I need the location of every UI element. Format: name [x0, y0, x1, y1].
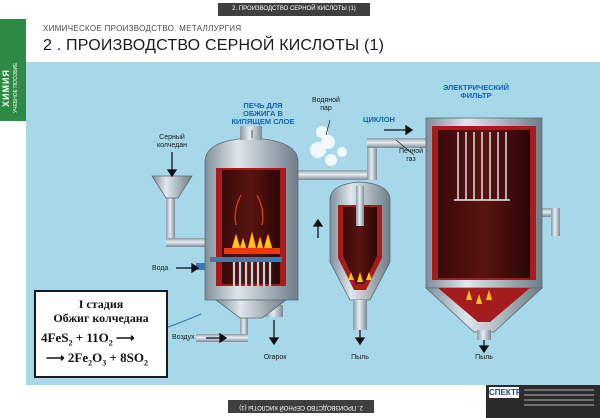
label-water: Вода	[152, 265, 169, 272]
eq-o2: + 11O	[72, 330, 109, 345]
publisher-logo: СПЕКТР	[486, 385, 600, 418]
callout-lines	[251, 119, 415, 156]
eq-fes2-sub: 2	[68, 338, 73, 348]
filter-electrodes	[454, 132, 510, 201]
eq-so2: + 8SO	[106, 350, 144, 365]
pyrite-hopper	[151, 175, 193, 199]
eq-so2-sub: 2	[143, 358, 148, 368]
cyclone-flames	[348, 272, 372, 282]
stage-pointer	[164, 313, 202, 329]
cyclone	[329, 181, 391, 330]
eq-fe2-sub: 2	[88, 358, 93, 368]
eq-o3-sub: 3	[102, 358, 107, 368]
page-title: 2 . ПРОИЗВОДСТВО СЕРНОЙ КИСЛОТЫ (1)	[43, 37, 385, 54]
label-furnace: ПЕЧЬ ДЛЯ ОБЖИГА В КИПЯЩЕМ СЛОЕ	[231, 101, 295, 126]
filter-flames	[466, 290, 492, 304]
flow-arrows	[166, 124, 490, 354]
eq-fe2: 2Fe	[67, 350, 89, 365]
eq-o3: O	[92, 350, 103, 365]
steam-cloud	[310, 126, 347, 166]
electric-filter	[424, 117, 544, 340]
stage-number: I стадия	[78, 297, 124, 311]
equation-products: ⟶ 2Fe2O3 + 8SO2	[46, 350, 148, 368]
label-cinder: Огарок	[263, 354, 287, 361]
subject-sidebar: ХИМИЯ УЧЕБНОЕ ПОСОБИЕ	[0, 19, 26, 121]
eq-arrow-1: ⟶	[112, 330, 135, 345]
equation-reactants: 4FeS2 + 11O2 ⟶	[41, 330, 135, 348]
label-water-vapor: Водяной пар	[312, 97, 340, 112]
section-supertitle: ХИМИЧЕСКОЕ ПРОИЗВОДСТВО. МЕТАЛЛУРГИЯ	[43, 24, 242, 33]
furnace-grate	[232, 262, 272, 286]
top-title-tab-text: 2. ПРОИЗВОДСТВО СЕРНОЙ КИСЛОТЫ (1)	[232, 6, 356, 12]
eq-o2-sub: 2	[108, 338, 113, 348]
label-pyrite: Серный колчедан	[156, 134, 188, 149]
top-title-tab: 2. ПРОИЗВОДСТВО СЕРНОЙ КИСЛОТЫ (1)	[218, 3, 370, 16]
logo-fineprint	[524, 389, 594, 409]
label-cyclone: ЦИКЛОН	[363, 115, 395, 124]
stage-name: Обжиг колчедана	[53, 311, 149, 325]
logo-text: СПЕКТР	[489, 387, 522, 398]
label-air: Воздух	[172, 334, 195, 341]
label-electric-filter: ЭЛЕКТРИЧЕСКИЙ ФИЛЬТР	[442, 83, 510, 100]
bottom-title-tab-text: 2. ПРОИЗВОДСТВО СЕРНОЙ КИСЛОТЫ (1)	[239, 404, 363, 410]
roasting-furnace	[204, 126, 299, 319]
bottom-title-tab: 2. ПРОИЗВОДСТВО СЕРНОЙ КИСЛОТЫ (1)	[228, 400, 374, 413]
label-furnace-gas: Печной газ	[398, 148, 423, 163]
header-area	[26, 19, 600, 62]
eq-arrow-2: ⟶	[46, 350, 68, 365]
eq-fes2: 4FeS	[41, 330, 69, 345]
label-dust-filter: Пыль	[475, 354, 493, 361]
furnace-gas-arrows	[234, 194, 264, 226]
label-dust-cyclone: Пыль	[351, 354, 369, 361]
stage-info-box: I стадия Обжиг колчедана 4FeS2 + 11O2 ⟶ …	[34, 290, 168, 378]
